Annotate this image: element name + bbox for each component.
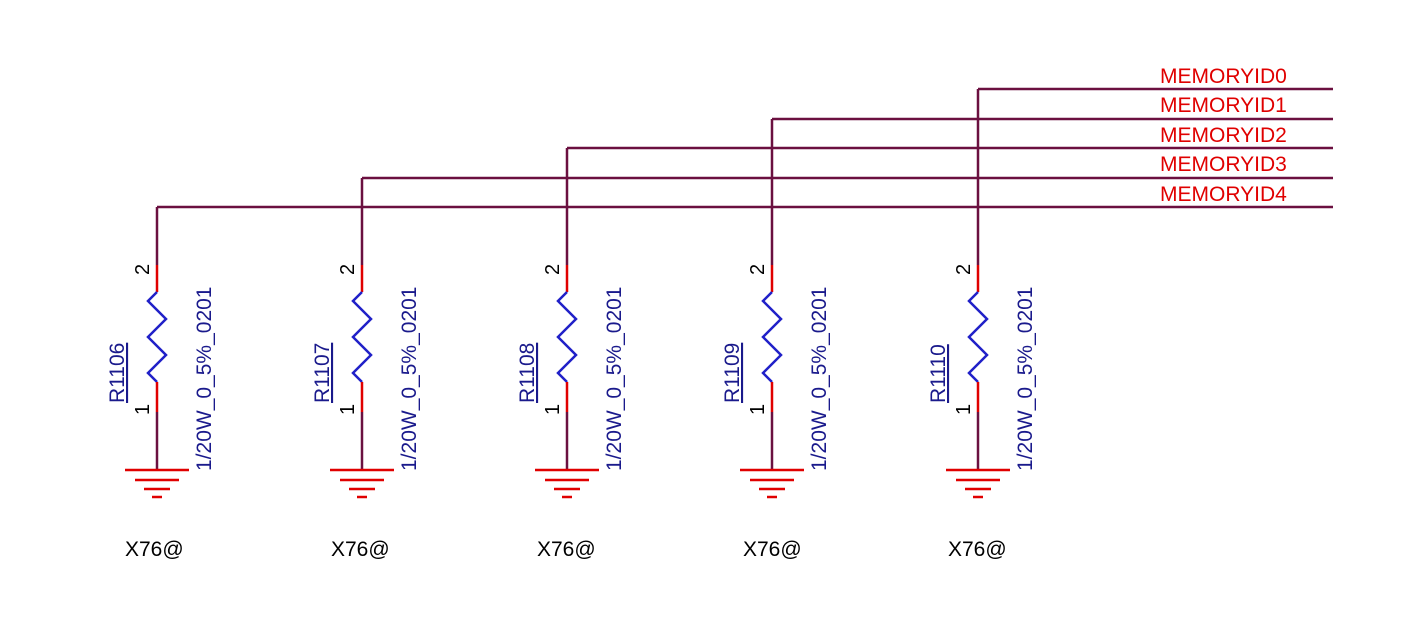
variant-label: X76@: [331, 538, 390, 561]
pin-number: 1: [953, 404, 975, 415]
pin-number: 2: [747, 264, 769, 275]
pin-number: 2: [542, 264, 564, 275]
variant-label: X76@: [537, 538, 596, 561]
resistor-designator: R1108: [516, 343, 539, 403]
resistor-r1108[interactable]: 2 1 R1108 1/20W_0_5%_0201 X76@: [516, 148, 626, 561]
variant-label: X76@: [743, 538, 802, 561]
resistor-zigzag-icon: [146, 291, 168, 383]
resistor-zigzag-icon: [967, 291, 989, 383]
resistor-r1106[interactable]: 2 1 R1106 1/20W_0_5%_0201 X76@: [106, 207, 216, 561]
net-label: MEMORYID0: [1160, 65, 1287, 88]
resistor-value: 1/20W_0_5%_0201: [1014, 287, 1037, 471]
resistor-designator: R1107: [311, 343, 334, 403]
resistor-designator: R1106: [106, 343, 129, 403]
pin-number: 1: [132, 404, 154, 415]
resistor-value: 1/20W_0_5%_0201: [398, 287, 421, 471]
resistor-zigzag-icon: [351, 291, 373, 383]
pin-number: 2: [132, 264, 154, 275]
net-label: MEMORYID2: [1160, 124, 1287, 147]
ground-symbol-icon: [535, 468, 599, 499]
ground-symbol-icon: [330, 468, 394, 499]
variant-label: X76@: [125, 538, 184, 561]
resistor-value: 1/20W_0_5%_0201: [603, 287, 626, 471]
pin-number: 1: [747, 404, 769, 415]
resistor-zigzag-icon: [556, 291, 578, 383]
resistor-r1110[interactable]: 2 1 R1110 1/20W_0_5%_0201 X76@: [927, 89, 1037, 561]
net-label: MEMORYID1: [1160, 94, 1287, 117]
ground-symbol-icon: [125, 468, 189, 499]
pin-number: 2: [337, 264, 359, 275]
resistor-r1109[interactable]: 2 1 R1109 1/20W_0_5%_0201 X76@: [721, 119, 831, 561]
net-labels: MEMORYID0 MEMORYID1 MEMORYID2 MEMORYID3 …: [1160, 65, 1287, 206]
net-label: MEMORYID3: [1160, 153, 1287, 176]
net-label: MEMORYID4: [1160, 183, 1287, 206]
variant-label: X76@: [948, 538, 1007, 561]
ground-symbol-icon: [740, 468, 804, 499]
resistor-value: 1/20W_0_5%_0201: [193, 287, 216, 471]
resistor-designator: R1109: [721, 343, 744, 403]
pin-number: 2: [953, 264, 975, 275]
resistor-value: 1/20W_0_5%_0201: [808, 287, 831, 471]
resistor-designator: R1110: [927, 344, 950, 403]
pin-number: 1: [337, 404, 359, 415]
resistor-r1107[interactable]: 2 1 R1107 1/20W_0_5%_0201 X76@: [311, 178, 421, 561]
resistor-zigzag-icon: [761, 291, 783, 383]
net-wires: [157, 87, 1333, 209]
pin-number: 1: [542, 404, 564, 415]
ground-symbol-icon: [946, 468, 1010, 499]
